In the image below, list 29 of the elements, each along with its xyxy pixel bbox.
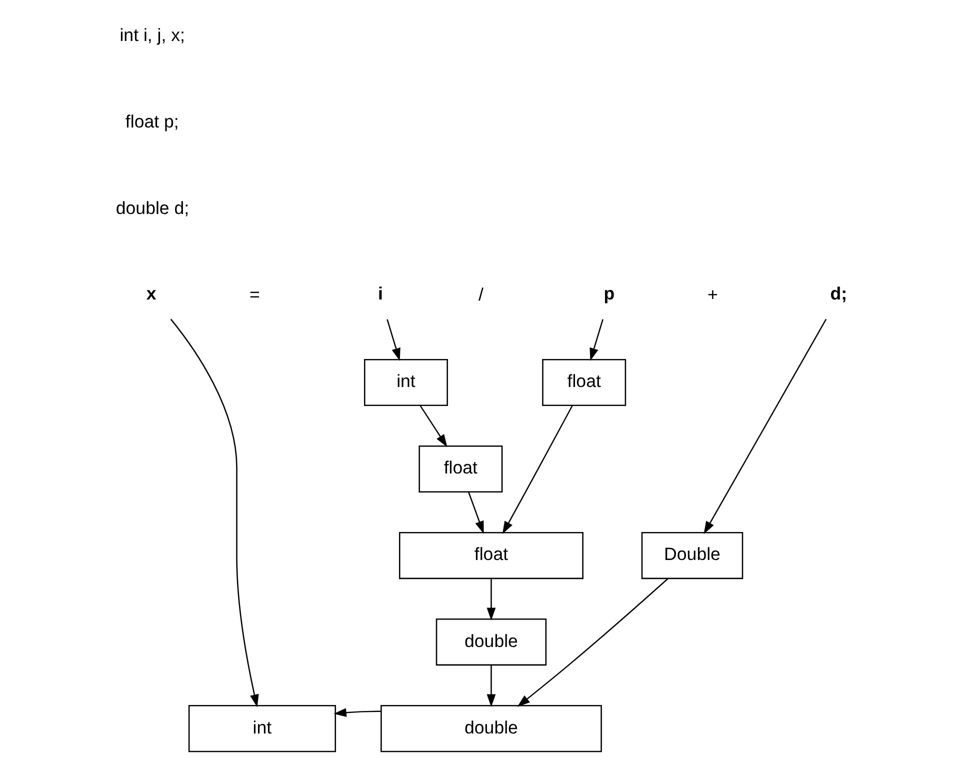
label: / <box>478 284 484 305</box>
arrow <box>517 578 668 707</box>
label: + <box>708 284 718 305</box>
label: double d; <box>116 198 190 218</box>
node-box: Double <box>641 532 744 580</box>
arrow <box>468 492 484 534</box>
node-box: double <box>380 705 602 752</box>
arrow <box>386 319 400 361</box>
node-box: float <box>398 532 584 580</box>
arrow <box>486 578 496 620</box>
arrow <box>590 319 604 361</box>
node-text: d; <box>830 283 848 304</box>
arrow <box>334 708 382 718</box>
arrow <box>704 318 827 534</box>
node-box: int <box>188 705 336 752</box>
arrow <box>420 405 448 448</box>
label: float p; <box>125 112 179 132</box>
node-text: i <box>378 283 383 304</box>
arrow <box>486 665 496 708</box>
arrow <box>502 405 573 534</box>
label: = <box>249 284 260 305</box>
node-text: p <box>604 283 615 304</box>
node-box: float <box>418 445 503 493</box>
node-box: float <box>542 358 626 406</box>
label: int i, j, x; <box>120 25 185 46</box>
node-box: double <box>436 618 547 666</box>
arrow <box>170 318 259 708</box>
node-text: x <box>146 283 156 304</box>
node-box: int <box>364 358 448 406</box>
